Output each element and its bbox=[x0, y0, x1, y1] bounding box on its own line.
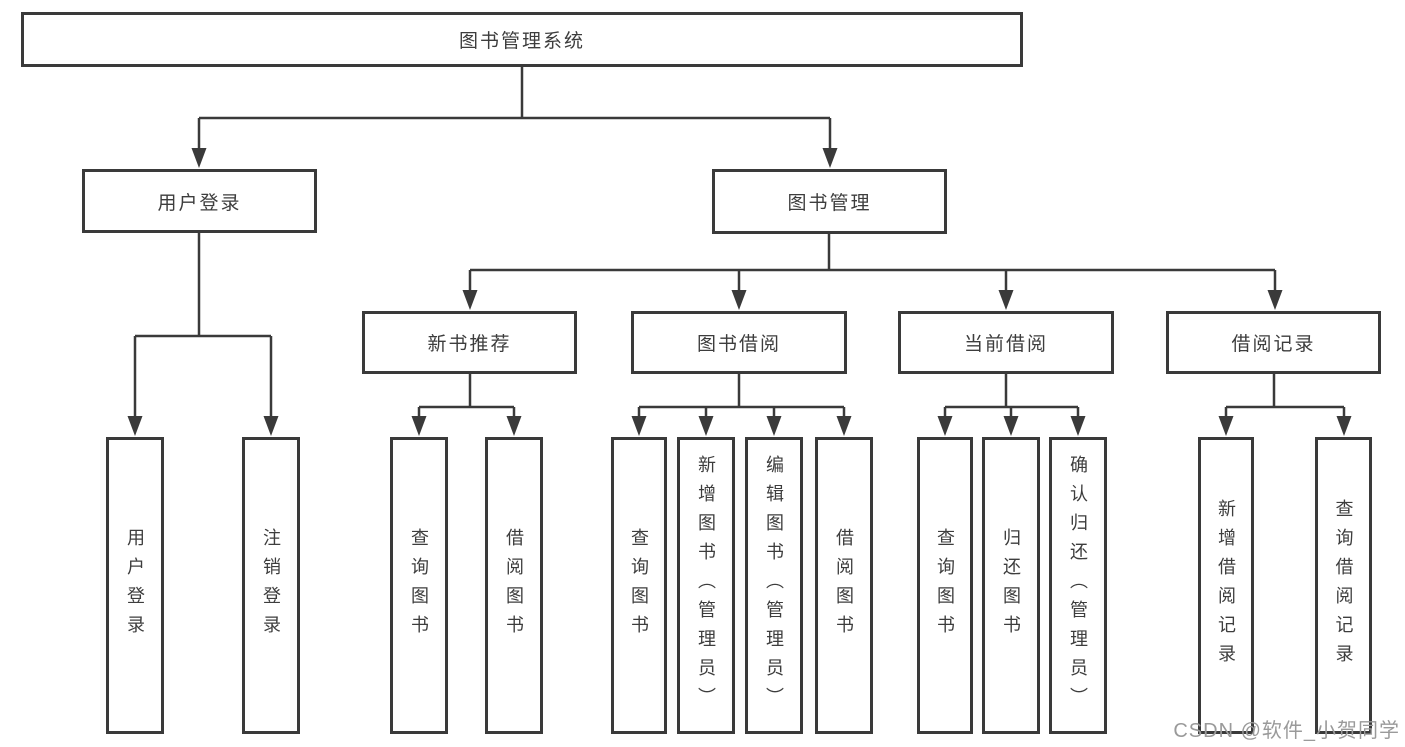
leaf-borrow-book: 借阅图书 bbox=[815, 437, 873, 734]
leaf-query-borrow-record: 查询借阅记录 bbox=[1315, 437, 1372, 734]
leaf-logout: 注销登录 bbox=[242, 437, 300, 734]
node-label: 查询图书 bbox=[629, 527, 649, 644]
node-label: 借阅图书 bbox=[834, 527, 854, 644]
leaf-borrow-book-recommend: 借阅图书 bbox=[485, 437, 543, 734]
leaf-user-login: 用户登录 bbox=[106, 437, 164, 734]
node-label: 注销登录 bbox=[261, 527, 281, 644]
node-book-borrow: 图书借阅 bbox=[631, 311, 847, 374]
node-label: 查询图书 bbox=[409, 527, 429, 644]
node-new-book-recommend: 新书推荐 bbox=[362, 311, 577, 374]
node-label: 当前借阅 bbox=[963, 334, 1048, 355]
leaf-add-book-admin: 新增图书（管理员） bbox=[677, 437, 735, 734]
node-label: 查询图书 bbox=[935, 527, 955, 644]
node-root-system: 图书管理系统 bbox=[21, 12, 1023, 67]
leaf-query-book-recommend: 查询图书 bbox=[390, 437, 448, 734]
leaf-query-book-borrow: 查询图书 bbox=[611, 437, 667, 734]
node-label: 图书管理系统 bbox=[458, 31, 585, 52]
node-borrow-records: 借阅记录 bbox=[1166, 311, 1381, 374]
node-label: 借阅记录 bbox=[1231, 334, 1316, 355]
node-label: 新书推荐 bbox=[427, 334, 512, 355]
csdn-watermark: CSDN @软件_小贺同学 bbox=[1173, 720, 1400, 742]
node-label: 编辑图书（管理员） bbox=[764, 455, 784, 716]
node-current-borrow: 当前借阅 bbox=[898, 311, 1114, 374]
leaf-edit-book-admin: 编辑图书（管理员） bbox=[745, 437, 803, 734]
node-user-login-branch: 用户登录 bbox=[82, 169, 317, 233]
leaf-query-book-current: 查询图书 bbox=[917, 437, 973, 734]
node-label: 图书管理 bbox=[787, 193, 872, 214]
node-label: 借阅图书 bbox=[504, 527, 524, 644]
node-book-management-branch: 图书管理 bbox=[712, 169, 947, 234]
node-label: 新增借阅记录 bbox=[1216, 498, 1236, 673]
leaf-add-borrow-record: 新增借阅记录 bbox=[1198, 437, 1254, 734]
node-label: 用户登录 bbox=[125, 527, 145, 644]
node-label: 归还图书 bbox=[1001, 527, 1021, 644]
node-label: 图书借阅 bbox=[696, 334, 781, 355]
node-label: 新增图书（管理员） bbox=[696, 455, 716, 716]
node-label: 查询借阅记录 bbox=[1333, 498, 1354, 673]
node-label: 确认归还（管理员） bbox=[1068, 455, 1088, 716]
node-label: 用户登录 bbox=[157, 192, 242, 214]
leaf-return-book: 归还图书 bbox=[982, 437, 1040, 734]
leaf-confirm-return-admin: 确认归还（管理员） bbox=[1049, 437, 1107, 734]
